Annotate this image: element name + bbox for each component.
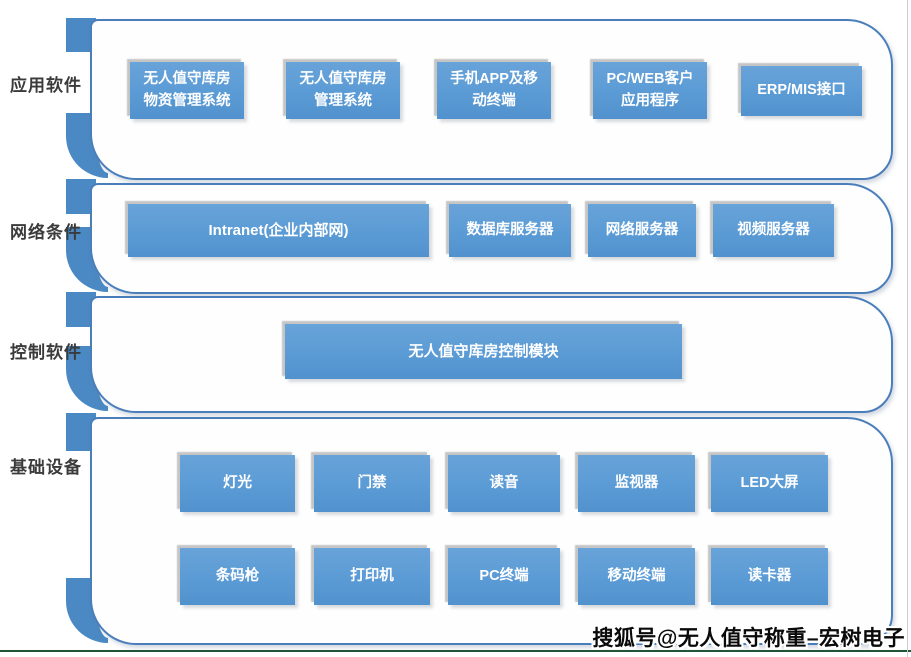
layer-label-network-conditions: 网络条件	[10, 223, 82, 242]
node-unattended-warehouse-management-system: 无人值守库房 管理系统	[286, 62, 400, 119]
node-unattended-warehouse-control-module: 无人值守库房控制模块	[285, 324, 682, 379]
node-lighting: 灯光	[180, 455, 295, 512]
bottom-divider-line	[0, 650, 911, 652]
band-basic-equipment	[90, 417, 893, 645]
node-access-control: 门禁	[314, 455, 430, 512]
node-mobile-terminal: 移动终端	[578, 548, 695, 605]
node-barcode-scanner: 条码枪	[180, 548, 295, 605]
node-printer: 打印机	[314, 548, 430, 605]
right-edge-line	[907, 0, 908, 657]
node-monitor: 监视器	[578, 455, 695, 512]
node-card-reader: 读卡器	[711, 548, 828, 605]
layer-label-basic-equipment: 基础设备	[10, 458, 82, 477]
node-pc-terminal: PC终端	[448, 548, 560, 605]
node-unattended-warehouse-materials-management-system: 无人值守库房 物资管理系统	[130, 62, 244, 119]
layer-label-application-software: 应用软件	[10, 76, 82, 95]
node-pc-web-client-application: PC/WEB客户 应用程序	[593, 62, 707, 119]
node-erp-mis-interface: ERP/MIS接口	[741, 66, 862, 116]
node-intranet: Intranet(企业内部网)	[128, 204, 429, 257]
node-database-server: 数据库服务器	[449, 204, 571, 257]
node-mobile-app-and-terminal: 手机APP及移 动终端	[437, 62, 551, 119]
node-led-screen: LED大屏	[711, 455, 828, 512]
watermark-text: 搜狐号@无人值守称重–宏树电子	[592, 627, 905, 650]
node-network-server: 网络服务器	[588, 204, 696, 257]
node-video-server: 视频服务器	[713, 204, 834, 257]
layer-label-control-software: 控制软件	[10, 343, 82, 362]
node-voice-audio: 读音	[448, 455, 560, 512]
